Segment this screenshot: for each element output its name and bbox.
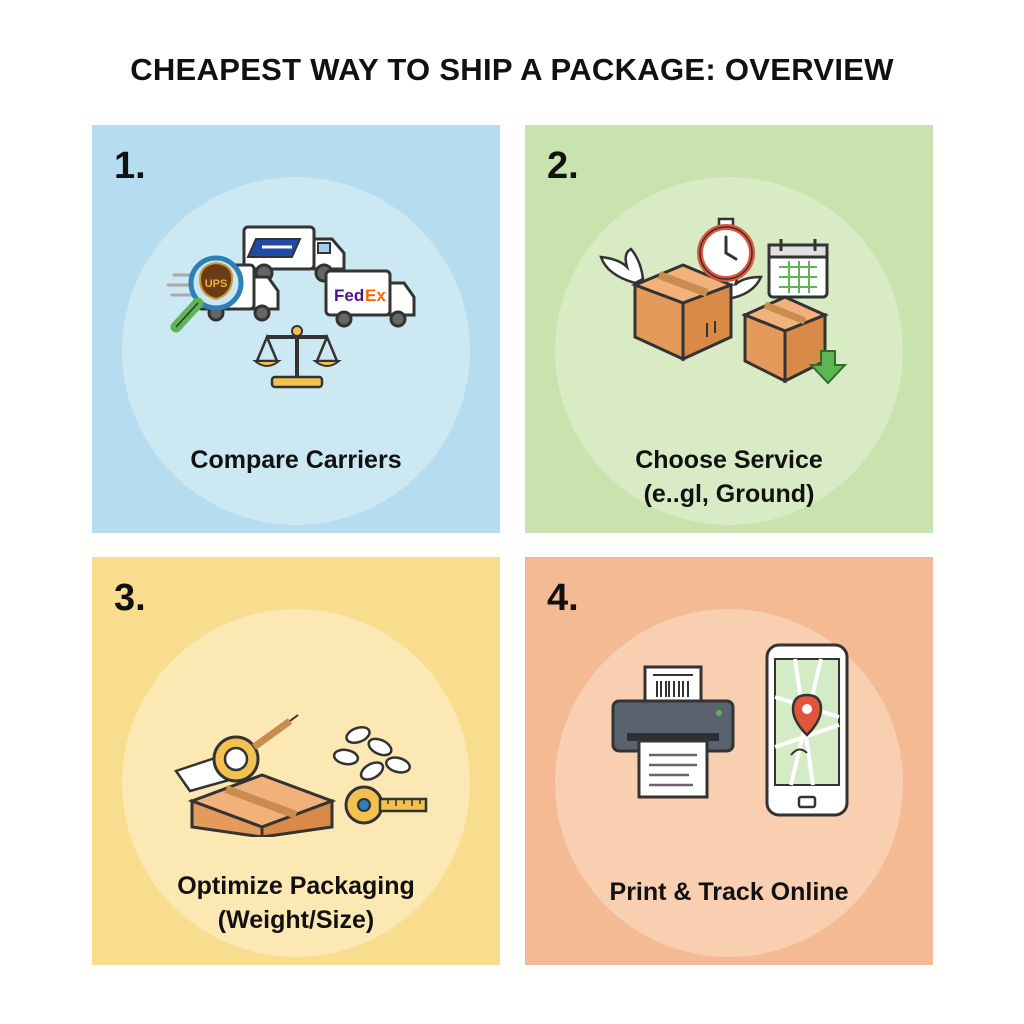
step-caption: Choose Service (e..gl, Ground) bbox=[525, 443, 933, 511]
page-title: CHEAPEST WAY TO SHIP A PACKAGE: OVERVIEW bbox=[130, 52, 894, 87]
scale-icon bbox=[252, 325, 342, 389]
step-number: 4. bbox=[547, 577, 579, 619]
caption-line: (e..gl, Ground) bbox=[643, 480, 815, 508]
caption-line: (Weight/Size) bbox=[217, 906, 375, 934]
location-pin-icon bbox=[791, 693, 823, 737]
tape-measure-icon bbox=[344, 785, 428, 825]
step-number: 3. bbox=[114, 577, 146, 619]
calendar-icon bbox=[767, 239, 829, 299]
printer-icon bbox=[611, 665, 735, 799]
caption-line: Optimize Packaging bbox=[177, 872, 415, 900]
ups-logo: UPS bbox=[205, 278, 228, 290]
step-caption: Print & Track Online bbox=[525, 875, 933, 909]
fedex-logo-fed: Fed bbox=[334, 286, 364, 305]
step-number: 1. bbox=[114, 145, 146, 187]
fedex-logo-ex: Ex bbox=[365, 286, 386, 305]
step-number: 2. bbox=[547, 145, 579, 187]
step-panel-compare-carriers: 1. UPS bbox=[92, 125, 500, 533]
step-panel-choose-service: 2. bbox=[525, 125, 933, 533]
usps-truck-icon bbox=[242, 225, 346, 283]
step-panel-optimize-packaging: 3. bbox=[92, 557, 500, 965]
caption-line: Compare Carriers bbox=[190, 446, 402, 474]
print-track-illustration bbox=[611, 643, 849, 817]
panel-glow bbox=[122, 609, 470, 957]
down-arrow-icon bbox=[808, 350, 848, 385]
magnifier-icon: UPS bbox=[170, 255, 244, 333]
step-caption: Compare Carriers bbox=[92, 443, 500, 477]
caption-line: Choose Service bbox=[635, 446, 823, 474]
fedex-truck-icon: Fed Ex bbox=[324, 269, 416, 328]
compare-carriers-illustration: UPS Fed Ex bbox=[166, 225, 416, 389]
shipping-label-icon bbox=[653, 674, 693, 697]
choose-service-illustration bbox=[599, 217, 848, 385]
winged-box-icon bbox=[599, 247, 763, 362]
stopwatch-icon bbox=[697, 217, 755, 282]
box-icon bbox=[187, 773, 337, 837]
step-panel-print-track: 4. Print & Track Online bbox=[525, 557, 933, 965]
packing-peanuts-icon bbox=[332, 725, 411, 781]
optimize-packaging-illustration bbox=[174, 714, 428, 837]
caption-line: Print & Track Online bbox=[609, 878, 849, 906]
step-caption: Optimize Packaging (Weight/Size) bbox=[92, 869, 500, 937]
hand-tape-icon bbox=[174, 714, 299, 793]
